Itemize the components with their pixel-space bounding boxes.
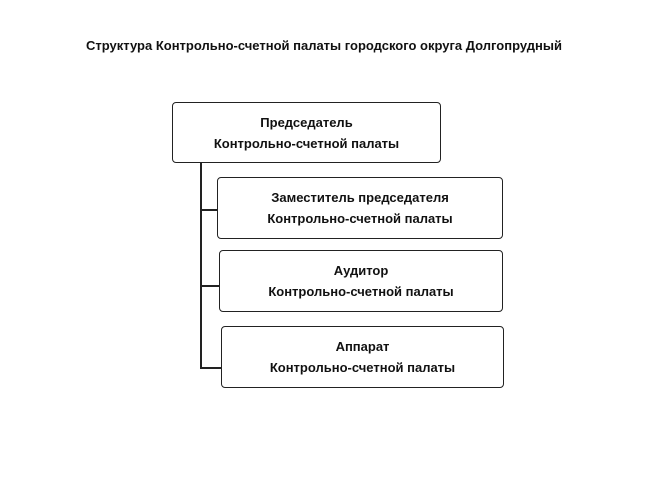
chairman-organization: Контрольно-счетной палаты bbox=[213, 135, 400, 151]
apparatus-title: Аппарат bbox=[335, 339, 390, 354]
connector-vertical bbox=[200, 163, 202, 368]
connector-to-auditor bbox=[200, 285, 220, 287]
connector-to-deputy bbox=[200, 209, 218, 211]
diagram-title: Структура Контрольно-счетной палаты горо… bbox=[86, 38, 562, 53]
deputy-chairman-organization: Контрольно-счетной палаты bbox=[267, 211, 453, 226]
connector-to-apparatus bbox=[200, 367, 222, 369]
chairman-title: Председатель bbox=[260, 114, 353, 130]
apparatus-organization: Контрольно-счетной палаты bbox=[269, 360, 456, 375]
chairman-box: Председатель Контрольно-счетной палаты bbox=[172, 102, 441, 163]
auditor-title: Аудитор bbox=[333, 263, 389, 278]
auditor-box: Аудитор Контрольно-счетной палаты bbox=[219, 250, 503, 312]
deputy-chairman-title: Заместитель председателя bbox=[271, 190, 449, 205]
auditor-organization: Контрольно-счетной палаты bbox=[268, 284, 454, 299]
apparatus-box: Аппарат Контрольно-счетной палаты bbox=[221, 326, 504, 388]
deputy-chairman-box: Заместитель председателя Контрольно-счет… bbox=[217, 177, 503, 239]
